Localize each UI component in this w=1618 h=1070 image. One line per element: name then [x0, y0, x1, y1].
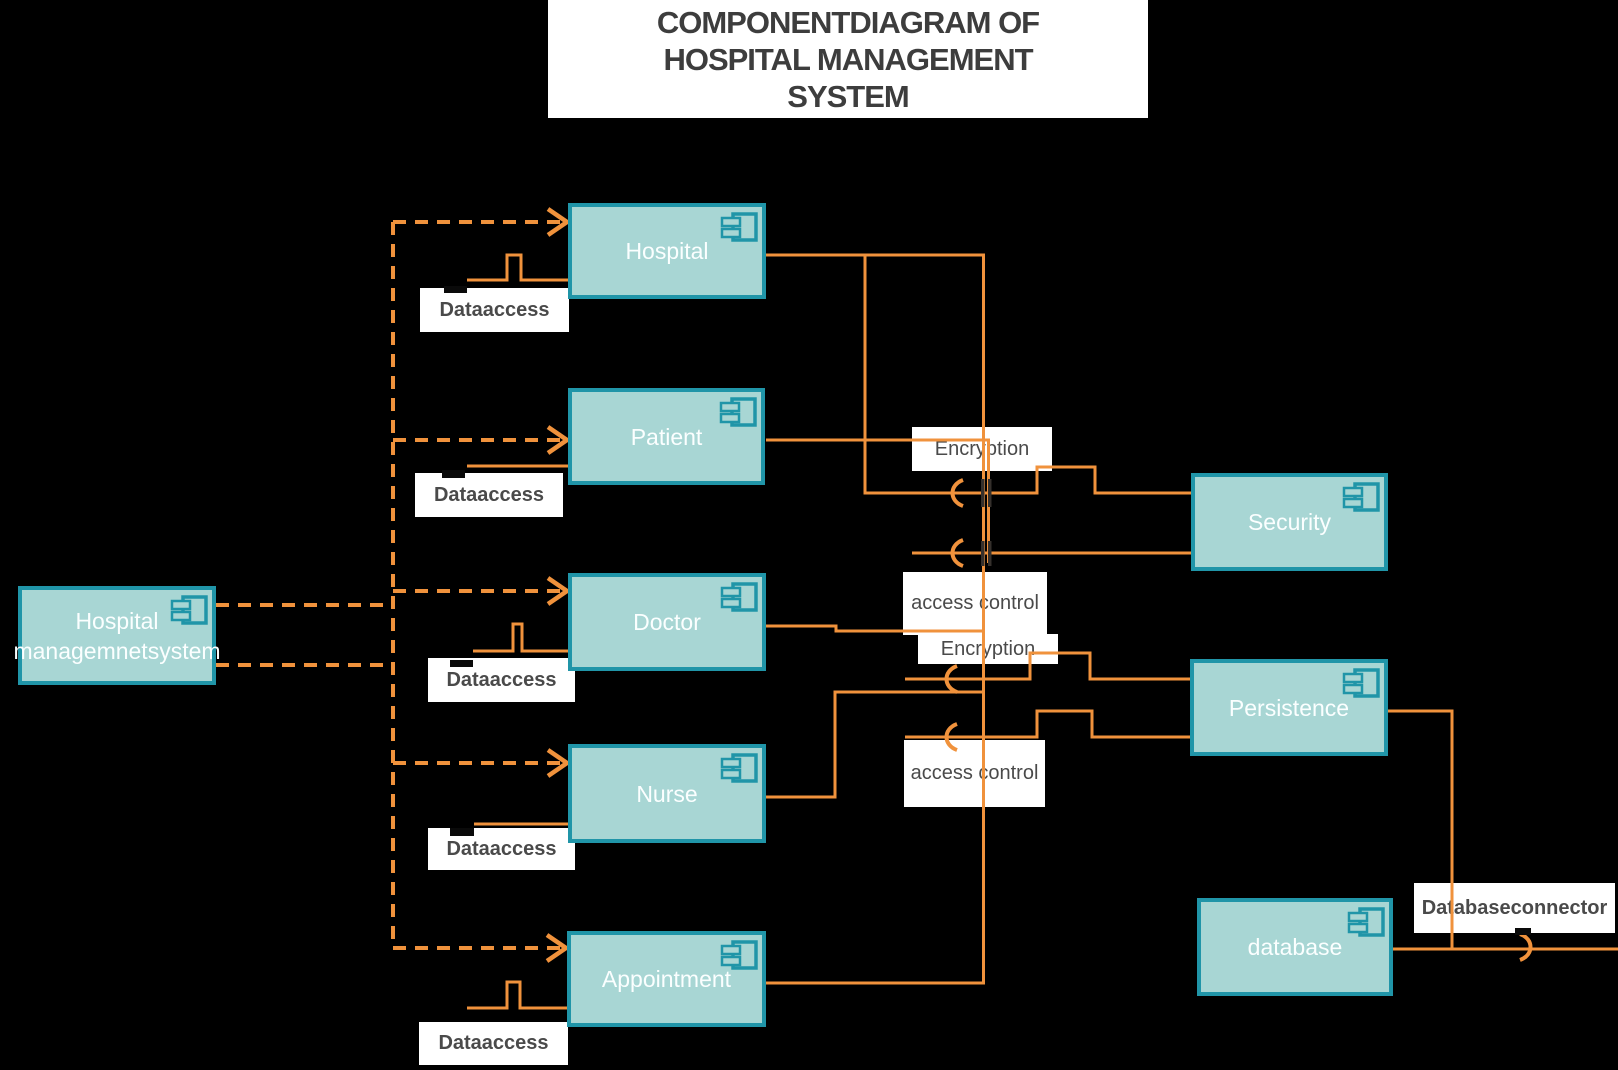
component-label: Patient	[630, 423, 703, 450]
label-text: Dataaccess	[439, 298, 550, 321]
dependency-lines	[216, 220, 563, 950]
socket-arc-icon	[1519, 932, 1533, 962]
component-label: Persistence	[1228, 694, 1350, 721]
label-access-control-1[interactable]: access control	[903, 572, 1047, 635]
dependency-arrowheads	[545, 207, 571, 963]
notch	[444, 286, 467, 293]
arrowhead-icon	[546, 425, 571, 455]
label-text: access control	[910, 762, 1039, 784]
uml-component-icon	[720, 753, 758, 783]
label-dataaccess-doctor[interactable]: Dataaccess	[428, 658, 575, 702]
component-security[interactable]: Security	[1191, 473, 1388, 571]
arrowhead-icon	[545, 933, 570, 963]
port-bar	[988, 479, 992, 507]
arrowhead-icon	[546, 748, 571, 778]
socket-arcs	[944, 478, 1533, 962]
socket-arc-icon	[944, 664, 958, 694]
wire-hospital-branch-to-socket1	[863, 255, 984, 495]
component-label: Hospital managemnetsystem	[13, 607, 221, 664]
label-text: Dataaccess	[446, 668, 557, 691]
wire-hospital-bus-appointment	[766, 253, 985, 985]
uml-component-icon	[170, 595, 208, 625]
uml-component-icon	[720, 940, 758, 970]
arrowhead-icon	[546, 207, 571, 237]
uml-component-icon	[720, 212, 758, 242]
component-hospital[interactable]: Hospital	[568, 203, 766, 299]
label-text: Dataaccess	[438, 1032, 549, 1054]
notch	[450, 660, 473, 667]
wire-socket3-to-persistence	[905, 651, 1190, 681]
wire-dataaccess-appointment	[467, 980, 568, 1010]
component-persistence[interactable]: Persistence	[1190, 659, 1388, 756]
port-bar	[981, 479, 985, 507]
port-bar	[981, 541, 985, 566]
component-appointment[interactable]: Appointment	[567, 931, 766, 1027]
label-text: access control	[911, 592, 1039, 614]
uml-component-icon	[719, 397, 757, 427]
socket-arc-icon	[944, 722, 958, 752]
component-doctor[interactable]: Doctor	[568, 573, 766, 671]
label-dataaccess-appointment[interactable]: Dataaccess	[419, 1022, 568, 1065]
wire-dataaccess-hospital	[467, 253, 568, 282]
label-dataaccess-hospital[interactable]: Dataaccess	[420, 288, 569, 332]
port-bars	[981, 479, 992, 566]
component-label: Appointment	[601, 966, 732, 992]
component-label: Doctor	[633, 609, 701, 635]
socket-arc-icon	[950, 478, 964, 508]
notch	[1515, 928, 1531, 935]
wire-socket1-to-security	[983, 465, 1191, 495]
label-text: Dataaccess	[433, 483, 545, 506]
component-nurse[interactable]: Nurse	[568, 744, 766, 843]
wire-persistence-to-dbline	[1388, 709, 1454, 949]
wire-socket4-to-persistence	[905, 709, 1190, 739]
label-dataaccess-patient[interactable]: Dataaccess	[415, 473, 563, 517]
uml-component-icon	[1347, 907, 1385, 937]
arrowhead-icon	[546, 576, 571, 606]
label-dataaccess-nurse[interactable]: Dataaccess	[428, 828, 575, 870]
component-label: Nurse	[636, 780, 698, 807]
wire-patient-down	[766, 438, 990, 563]
component-patient[interactable]: Patient	[568, 388, 765, 485]
uml-component-icon	[1342, 482, 1380, 512]
component-label: Security	[1247, 509, 1332, 535]
wire-nurse-to-bus	[766, 690, 984, 799]
socket-arc-icon	[950, 538, 964, 568]
label-text: Databaseconnector	[1421, 896, 1608, 919]
component-database[interactable]: database	[1197, 898, 1393, 996]
label-text: Encryption	[940, 637, 1036, 660]
component-label: Hospital	[625, 238, 709, 264]
label-database-connector[interactable]: Databaseconnector	[1414, 883, 1615, 933]
label-notches	[442, 286, 1531, 935]
label-access-control-2[interactable]: access control	[904, 740, 1045, 807]
port-bar	[988, 541, 992, 566]
component-hospital-management-system[interactable]: Hospital managemnetsystem	[13, 586, 221, 685]
label-encryption-2[interactable]: Encryption	[918, 634, 1058, 664]
label-text: Dataaccess	[446, 837, 557, 860]
wire-dataaccess-doctor	[473, 622, 568, 653]
wire-doctor-to-bus	[766, 624, 984, 633]
assembly-lines	[467, 253, 1618, 1010]
component-label: database	[1247, 934, 1343, 960]
uml-component-icon	[1342, 668, 1380, 698]
notch	[450, 828, 474, 836]
uml-component-icon	[720, 582, 758, 612]
notch	[442, 470, 465, 478]
